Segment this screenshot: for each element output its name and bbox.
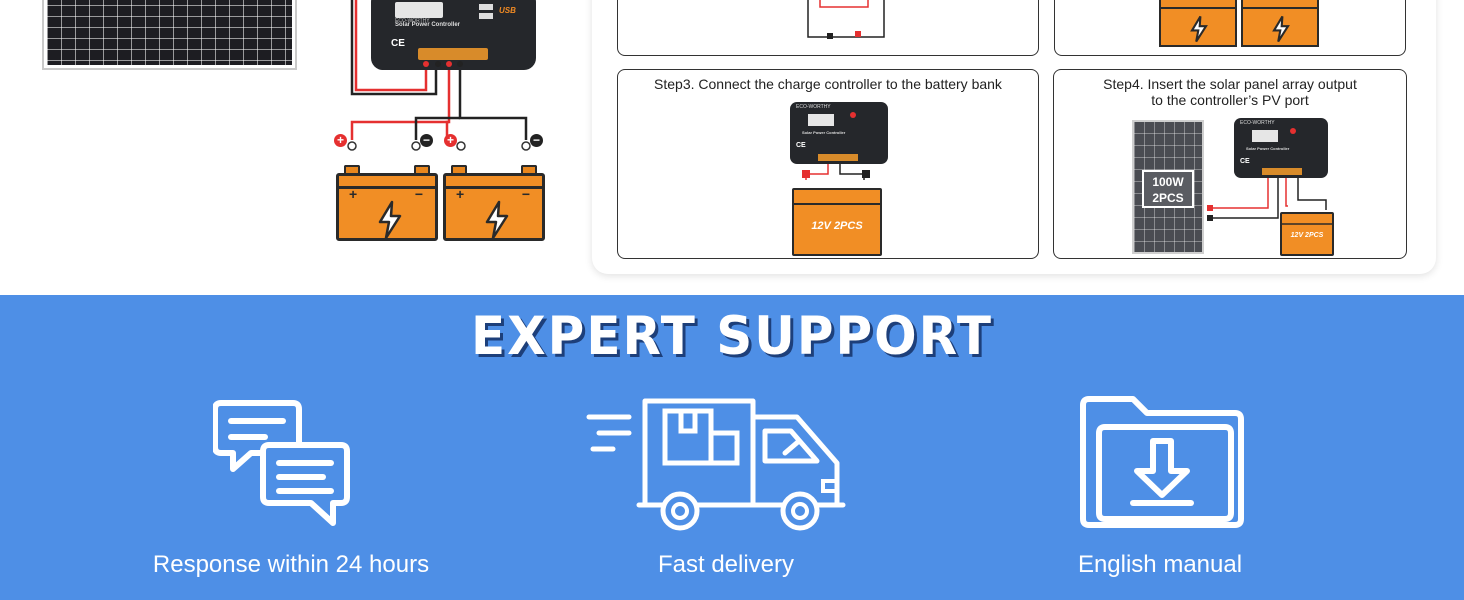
lug [411, 141, 421, 151]
controller-brand: ECO-WORTHY [395, 18, 430, 24]
battery-body: + − [443, 173, 545, 241]
terminal-block [818, 154, 858, 161]
step-4-wiring [1207, 178, 1327, 221]
terminal-screw [423, 61, 429, 67]
positive-icon: + [334, 134, 347, 147]
step-2-box [1054, 0, 1406, 56]
delivery-truck-icon [586, 398, 846, 531]
panel-positive-wire [354, 0, 428, 92]
solar-panel-cells [47, 0, 292, 65]
chat-bubbles-icon [213, 400, 350, 526]
battery-positive-wire-1 [350, 70, 451, 140]
battery-label: 12V 2PCS [1290, 232, 1324, 239]
usb-port-1 [479, 4, 493, 10]
battery-post [451, 165, 467, 173]
charge-controller: ECO-WORTHY Solar Power Controller USB CE [371, 0, 536, 70]
step-4-controller: ECO-WORTHY Solar Power Controller CE [1234, 118, 1328, 178]
step-4-title-line-2: to the controller’s PV port [1151, 92, 1309, 108]
step-4-battery: 12V 2PCS [1280, 212, 1334, 256]
minus-mark: − [521, 186, 530, 202]
positive-icon: + [444, 134, 457, 147]
battery-negative-wire-1 [458, 70, 528, 140]
negative-icon: − [420, 134, 433, 147]
lug [347, 141, 357, 151]
feature-manual: English manual [985, 295, 1335, 600]
step-2-battery-1 [1159, 0, 1237, 47]
terminal-screw [435, 61, 441, 67]
expert-support-section: EXPERT SUPPORT Response within 24 hours [0, 295, 1464, 600]
feature-response: Response within 24 hours [116, 295, 466, 600]
solar-panel [42, 0, 297, 70]
battery-top-line [794, 203, 880, 205]
battery-post [414, 165, 430, 173]
step-3-box: Step3. Connect the charge controller to … [617, 69, 1039, 259]
step-2-battery-2 [1241, 0, 1319, 47]
controller-screen [395, 2, 443, 18]
feature-delivery-label: Fast delivery [657, 551, 795, 578]
wiring-lines [347, 0, 531, 151]
terminal-block [1262, 168, 1302, 175]
panel-label-line-1: 100W [1152, 175, 1184, 189]
step-4-box: Step4. Insert the solar panel array outp… [1053, 69, 1407, 259]
step-1-box [617, 0, 1039, 56]
feature-delivery: Fast delivery [551, 295, 901, 600]
lightning-bolt-icon [1272, 15, 1290, 43]
feature-response-label: Response within 24 hours [152, 551, 430, 578]
ce-mark: CE [391, 38, 405, 49]
terminal-screw [457, 61, 463, 67]
step-3-controller: ECO-WORTHY Solar Power Controller CE [790, 102, 888, 164]
step-3-wiring [802, 164, 870, 180]
lightning-bolt-icon [378, 200, 402, 240]
step-4-solar-panel: 100W 2PCS [1132, 120, 1204, 254]
support-title: EXPERT SUPPORT [470, 305, 994, 367]
controller-label: Solar Power Controller [395, 22, 461, 28]
step-1-wiring [807, 0, 885, 39]
step-3-battery: 12V 2PCS [792, 188, 882, 256]
step-4-title-line-1: Step4. Insert the solar panel array outp… [1103, 76, 1357, 92]
panel-label: 100W 2PCS [1142, 170, 1194, 208]
battery-negative-wire-2 [414, 116, 460, 140]
usb-label: USB [499, 6, 516, 15]
battery-label: 12V 2PCS [811, 220, 863, 232]
step-3-title: Step3. Connect the charge controller to … [654, 76, 1002, 92]
usb-port-2 [479, 13, 493, 19]
controller-brand: ECO-WORTHY [796, 104, 831, 110]
panel-label-line-2: 2PCS [1152, 191, 1184, 205]
lightning-bolt-icon [1190, 15, 1208, 43]
indicator-light [1290, 128, 1296, 134]
controller-brand: ECO-WORTHY [1240, 120, 1275, 126]
lightning-bolt-icon [485, 200, 509, 240]
ce-mark: CE [796, 142, 806, 149]
plus-mark: + [349, 186, 358, 202]
controller-label: Solar Power Controller [802, 130, 846, 135]
negative-icon: − [530, 134, 543, 147]
terminal-screw [446, 61, 452, 67]
battery-top-line [1282, 223, 1332, 225]
feature-manual-label: English manual [1077, 551, 1243, 578]
indicator-light [850, 112, 856, 118]
wiring-diagram-section: ECO-WORTHY Solar Power Controller USB CE [0, 0, 1464, 295]
plus-mark: + [456, 186, 465, 202]
minus-mark: − [414, 186, 423, 202]
step-4-title: Step4. Insert the solar panel array outp… [1054, 76, 1406, 108]
lug [521, 141, 531, 151]
controller-screen [808, 114, 834, 126]
ce-mark: CE [1240, 158, 1250, 165]
battery-post [521, 165, 537, 173]
battery-2: + − [443, 165, 545, 241]
step-instructions-card: Step3. Connect the charge controller to … [592, 0, 1436, 274]
battery-1: + − [336, 165, 438, 241]
controller-screen [1252, 130, 1278, 142]
panel-negative-wire [350, 0, 438, 96]
battery-post [344, 165, 360, 173]
terminal-block [418, 48, 488, 60]
battery-body: + − [336, 173, 438, 241]
download-folder-icon [1080, 396, 1244, 528]
lug [456, 141, 466, 151]
controller-label: Solar Power Controller [1246, 146, 1290, 151]
